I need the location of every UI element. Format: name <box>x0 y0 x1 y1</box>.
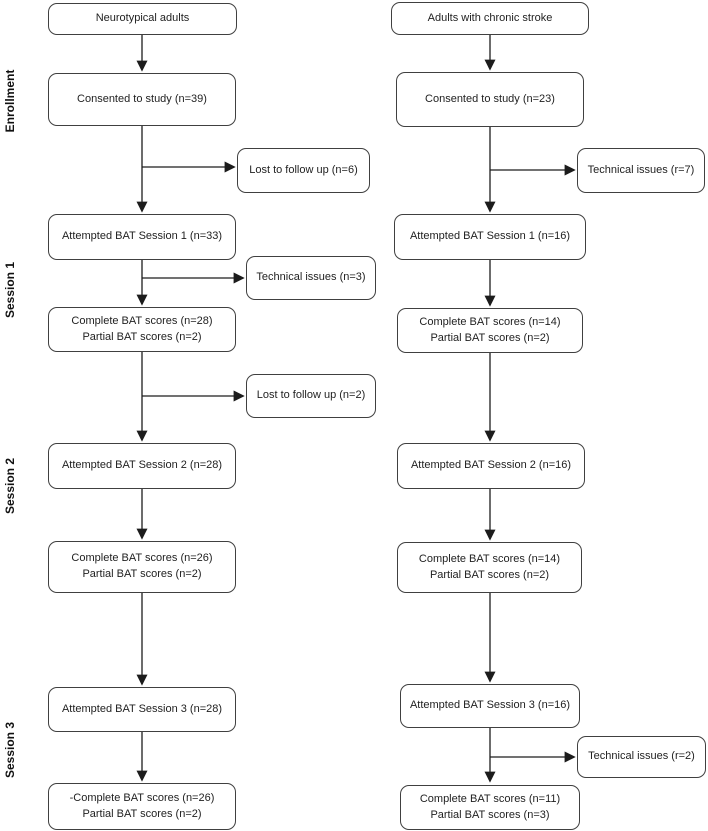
box-stroke-technical-session-3: Technical issues (r=2) <box>577 736 706 778</box>
box-label: Attempted BAT Session 3 (n=28) <box>61 702 223 715</box>
box-neurotypical-attempted-session-1: Attempted BAT Session 1 (n=33) <box>48 214 236 260</box>
stage-label-enrollment: Enrollment <box>3 69 17 133</box>
box-neurotypical-scores-session-3: -Complete BAT scores (n=26) Partial BAT … <box>48 783 236 830</box>
box-label: Technical issues (r=2) <box>588 750 695 763</box>
box-label-partial: Partial BAT scores (n=2) <box>82 330 202 343</box>
box-neurotypical-attempted-session-3: Attempted BAT Session 3 (n=28) <box>48 687 236 732</box>
box-label-complete: Complete BAT scores (n=28) <box>71 314 213 327</box>
box-stroke-scores-session-1: Complete BAT scores (n=14) Partial BAT s… <box>397 308 583 353</box>
box-label: Technical issues (r=7) <box>587 163 695 176</box>
stage-label-session-2: Session 2 <box>3 457 17 515</box>
box-stroke-attempted-session-2: Attempted BAT Session 2 (n=16) <box>397 443 585 489</box>
box-label: Consented to study (n=23) <box>425 92 555 105</box>
box-label-complete: -Complete BAT scores (n=26) <box>69 791 215 804</box>
box-label-complete: Complete BAT scores (n=14) <box>419 315 561 328</box>
box-neurotypical-attempted-session-2: Attempted BAT Session 2 (n=28) <box>48 443 236 489</box>
box-label-partial: Partial BAT scores (n=2) <box>429 568 550 581</box>
box-label: Technical issues (n=3) <box>256 271 366 284</box>
box-stroke-technical-enrollment: Technical issues (r=7) <box>577 148 705 193</box>
box-neurotypical-title: Neurotypical adults <box>48 3 237 35</box>
box-stroke-attempted-session-3: Attempted BAT Session 3 (n=16) <box>400 684 580 728</box>
box-label-partial: Partial BAT scores (n=2) <box>430 331 550 344</box>
box-label-partial: Partial BAT scores (n=2) <box>82 568 202 580</box>
stage-label-session-3: Session 3 <box>3 721 17 779</box>
box-stroke-title: Adults with chronic stroke <box>391 2 589 35</box>
box-label: Attempted BAT Session 1 (n=33) <box>61 230 223 243</box>
box-stroke-scores-session-3: Complete BAT scores (n=11) Partial BAT s… <box>400 785 580 830</box>
box-neurotypical-lost-session-1: Lost to follow up (n=2) <box>246 374 376 418</box>
box-label-complete: Complete BAT scores (n=11) <box>419 792 561 805</box>
box-label-complete: Complete BAT scores (n=14) <box>418 552 561 565</box>
box-stroke-consented: Consented to study (n=23) <box>396 72 584 127</box>
box-stroke-attempted-session-1: Attempted BAT Session 1 (n=16) <box>394 214 586 260</box>
box-neurotypical-scores-session-1: Complete BAT scores (n=28) Partial BAT s… <box>48 307 236 352</box>
box-label: Attempted BAT Session 1 (n=16) <box>409 230 571 243</box>
box-label-partial: Partial BAT scores (n=3) <box>430 808 550 821</box>
box-label: Lost to follow up (n=6) <box>249 163 358 176</box>
box-label: Attempted BAT Session 2 (n=16) <box>410 459 572 472</box>
box-stroke-scores-session-2: Complete BAT scores (n=14) Partial BAT s… <box>397 542 582 593</box>
box-label-complete: Complete BAT scores (n=26) <box>71 552 213 565</box>
box-label: Adults with chronic stroke <box>427 11 553 24</box>
box-neurotypical-technical-session-1: Technical issues (n=3) <box>246 256 376 300</box>
box-label: Neurotypical adults <box>95 12 190 25</box>
box-label: Attempted BAT Session 2 (n=28) <box>61 459 223 472</box>
box-label: Lost to follow up (n=2) <box>256 389 366 402</box>
box-neurotypical-lost-enrollment: Lost to follow up (n=6) <box>237 148 370 193</box>
stage-label-session-1: Session 1 <box>3 261 17 319</box>
box-label-partial: Partial BAT scores (n=2) <box>82 807 202 820</box>
box-neurotypical-consented: Consented to study (n=39) <box>48 73 236 126</box>
box-label: Consented to study (n=39) <box>77 92 207 105</box>
box-neurotypical-scores-session-2: Complete BAT scores (n=26) Partial BAT s… <box>48 541 236 593</box>
box-label: Attempted BAT Session 3 (n=16) <box>409 699 571 712</box>
